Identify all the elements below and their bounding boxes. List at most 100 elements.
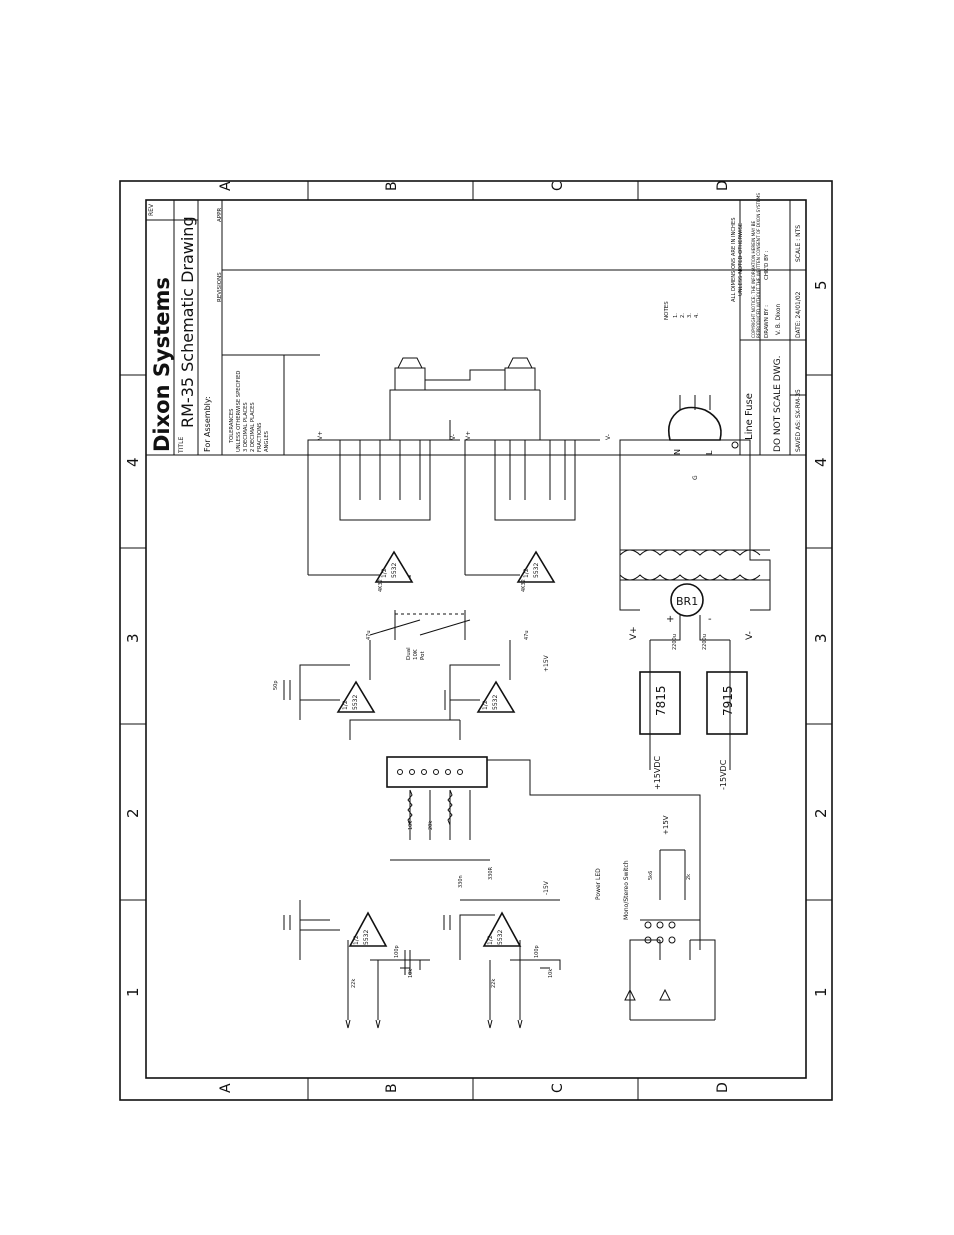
tolerance-line: 3 DECIMAL PLACES <box>243 402 249 452</box>
tolerance-line: 2 DECIMAL PLACES <box>250 402 256 452</box>
svg-text:+15V: +15V <box>543 654 550 672</box>
copyright-note: COPYRIGHT NOTICE: THE INFORMATION HEREIN… <box>751 220 756 338</box>
dimensions-note: ALL DIMENSIONS ARE IN INCHES <box>731 217 737 302</box>
row-label-b-top: B <box>384 181 400 191</box>
svg-text:3.: 3. <box>687 313 693 318</box>
svg-text:V-: V- <box>450 434 457 440</box>
col-labels-right: 1 2 3 4 5 <box>812 280 830 997</box>
gain-stage-left: 1/2 5532 <box>283 640 376 740</box>
drawn-by-label: DRAWN BY : <box>764 305 770 338</box>
svg-text:10k: 10k <box>408 969 414 978</box>
svg-text:V+: V+ <box>317 431 324 440</box>
dimensions-note: UNLESS NOTED OTHERWISE <box>738 223 744 296</box>
minus15vdc-label: -15VDC <box>719 759 728 790</box>
svg-text:7815: 7815 <box>654 685 668 716</box>
notes-label: NOTES <box>664 301 670 320</box>
scale-label: SCALE : NTS <box>795 225 802 262</box>
mains-n-label: N <box>673 449 682 455</box>
col-label-4-left: 4 <box>124 457 142 467</box>
opamp-part-label: 5532 <box>492 695 499 710</box>
svg-text:-: - <box>708 614 712 625</box>
row-label-d-top: D <box>715 180 731 191</box>
opamp-unit-label: 1/2 <box>487 935 494 945</box>
svg-text:50p: 50p <box>273 680 279 690</box>
row-labels-bottom: A B C D <box>218 1082 731 1093</box>
svg-text:330R: 330R <box>488 866 494 880</box>
plus15vdc-label: +15VDC <box>653 755 662 790</box>
outer-border <box>119 180 833 1101</box>
col-label-3-right: 3 <box>812 633 830 643</box>
for-assembly-label: For Assembly: <box>203 396 212 452</box>
led-switch-area: Power LED Mono/Stereo Switch +15V <box>595 815 716 1021</box>
copyright-note: REPRODUCED WITHOUT THE WRITTEN CONSENT O… <box>756 193 761 338</box>
col-label-1-right: 1 <box>812 987 830 997</box>
notes-list: 1. 2. 3. 4. <box>673 313 700 318</box>
svg-text:1.: 1. <box>673 313 679 318</box>
svg-text:22k: 22k <box>351 979 357 988</box>
opamp-unit-label: 1/2 <box>381 568 388 578</box>
row-label-b-bottom: B <box>384 1083 400 1093</box>
power-supply: 7815 7915 BR1 + - V+ V- +15VDC -15VDC <box>619 439 771 790</box>
col-label-1-left: 1 <box>124 987 142 997</box>
date-label: DATE: 24/01/02 <box>795 291 802 338</box>
input-stage-left: 1/2 5532 <box>283 900 430 1029</box>
mains-input: Line Fuse N L G <box>667 393 755 480</box>
opamp-unit-label: 1/2 <box>482 700 489 710</box>
plus15-label: +15V <box>662 815 670 835</box>
svg-text:20k: 20k <box>428 821 434 830</box>
svg-text:7915: 7915 <box>721 685 735 716</box>
row-label-a-bottom: A <box>218 1083 234 1093</box>
gain-stage-right: 1/2 5532 <box>444 640 516 740</box>
checked-by-label: CHK'D BY : <box>764 250 770 280</box>
col-label-5-right: 5 <box>812 280 830 290</box>
zone-ticks <box>120 181 832 1100</box>
do-not-scale-note: DO NOT SCALE DWG. <box>773 356 783 452</box>
regulator-7815 <box>639 671 681 735</box>
rail-labels: +15V -15V V+ V- V+ V- <box>317 431 612 895</box>
svg-text:BR1: BR1 <box>676 595 698 608</box>
svg-text:2200u: 2200u <box>672 634 678 650</box>
fuse-icon <box>731 441 739 449</box>
opamp-part-label: 5532 <box>391 563 398 578</box>
svg-text:47u: 47u <box>366 630 372 640</box>
svg-text:-15V: -15V <box>543 880 550 895</box>
col-label-2-left: 2 <box>124 808 142 818</box>
svg-text:10k: 10k <box>408 821 414 830</box>
company-name: Dixon Systems <box>150 277 174 452</box>
svg-text:4.: 4. <box>694 313 700 318</box>
drawing-title: RM-35 Schematic Drawing <box>178 216 197 428</box>
tolerance-line: UNLESS OTHERWISE SPECIFIED <box>236 371 242 452</box>
svg-text:4K32: 4K32 <box>378 579 384 592</box>
col-label-3-left: 3 <box>124 633 142 643</box>
svg-text:5k6: 5k6 <box>648 871 654 880</box>
component-values: 47u 47u 50p 2200u 2200u 100p 100p 330n 2… <box>273 579 708 988</box>
revisions-label: REVISIONS <box>217 272 223 302</box>
dual-pot-label: 10K <box>413 649 419 660</box>
vplus-supply: V+ <box>629 626 639 640</box>
svg-text:47u: 47u <box>524 630 530 640</box>
opamp-unit-label: 1/2 <box>353 935 360 945</box>
saved-as-label: SAVED AS: SX-RM-35 <box>795 389 802 452</box>
svg-text:100p: 100p <box>534 945 540 958</box>
svg-text:2200u: 2200u <box>702 634 708 650</box>
svg-text:2.: 2. <box>680 313 686 318</box>
svg-text:+: + <box>666 614 674 625</box>
drawn-by-name: V. B. Dixon <box>776 304 782 335</box>
line-fuse-label: Line Fuse <box>744 393 755 440</box>
tolerance-line: ANGLES <box>264 431 270 452</box>
svg-text:10k: 10k <box>548 969 554 978</box>
dual-pot: Dual 10K Pot <box>369 610 471 660</box>
svg-text:100p: 100p <box>394 945 400 958</box>
opamp-part-label: 5532 <box>497 930 504 945</box>
dual-pot-label: Dual <box>406 647 412 660</box>
power-led-label: Power LED <box>595 868 602 900</box>
appr-label: APPR <box>217 208 223 222</box>
tolerance-line: TOLERANCES <box>229 409 235 444</box>
mains-l-label: L <box>705 450 714 455</box>
speakers <box>394 357 536 391</box>
row-label-d-bottom: D <box>715 1082 731 1093</box>
svg-text:V+: V+ <box>465 431 472 440</box>
mono-stereo-switch-label: Mono/Stereo Switch <box>623 860 630 920</box>
power-amp-left: 1/2 5532 <box>307 389 540 583</box>
